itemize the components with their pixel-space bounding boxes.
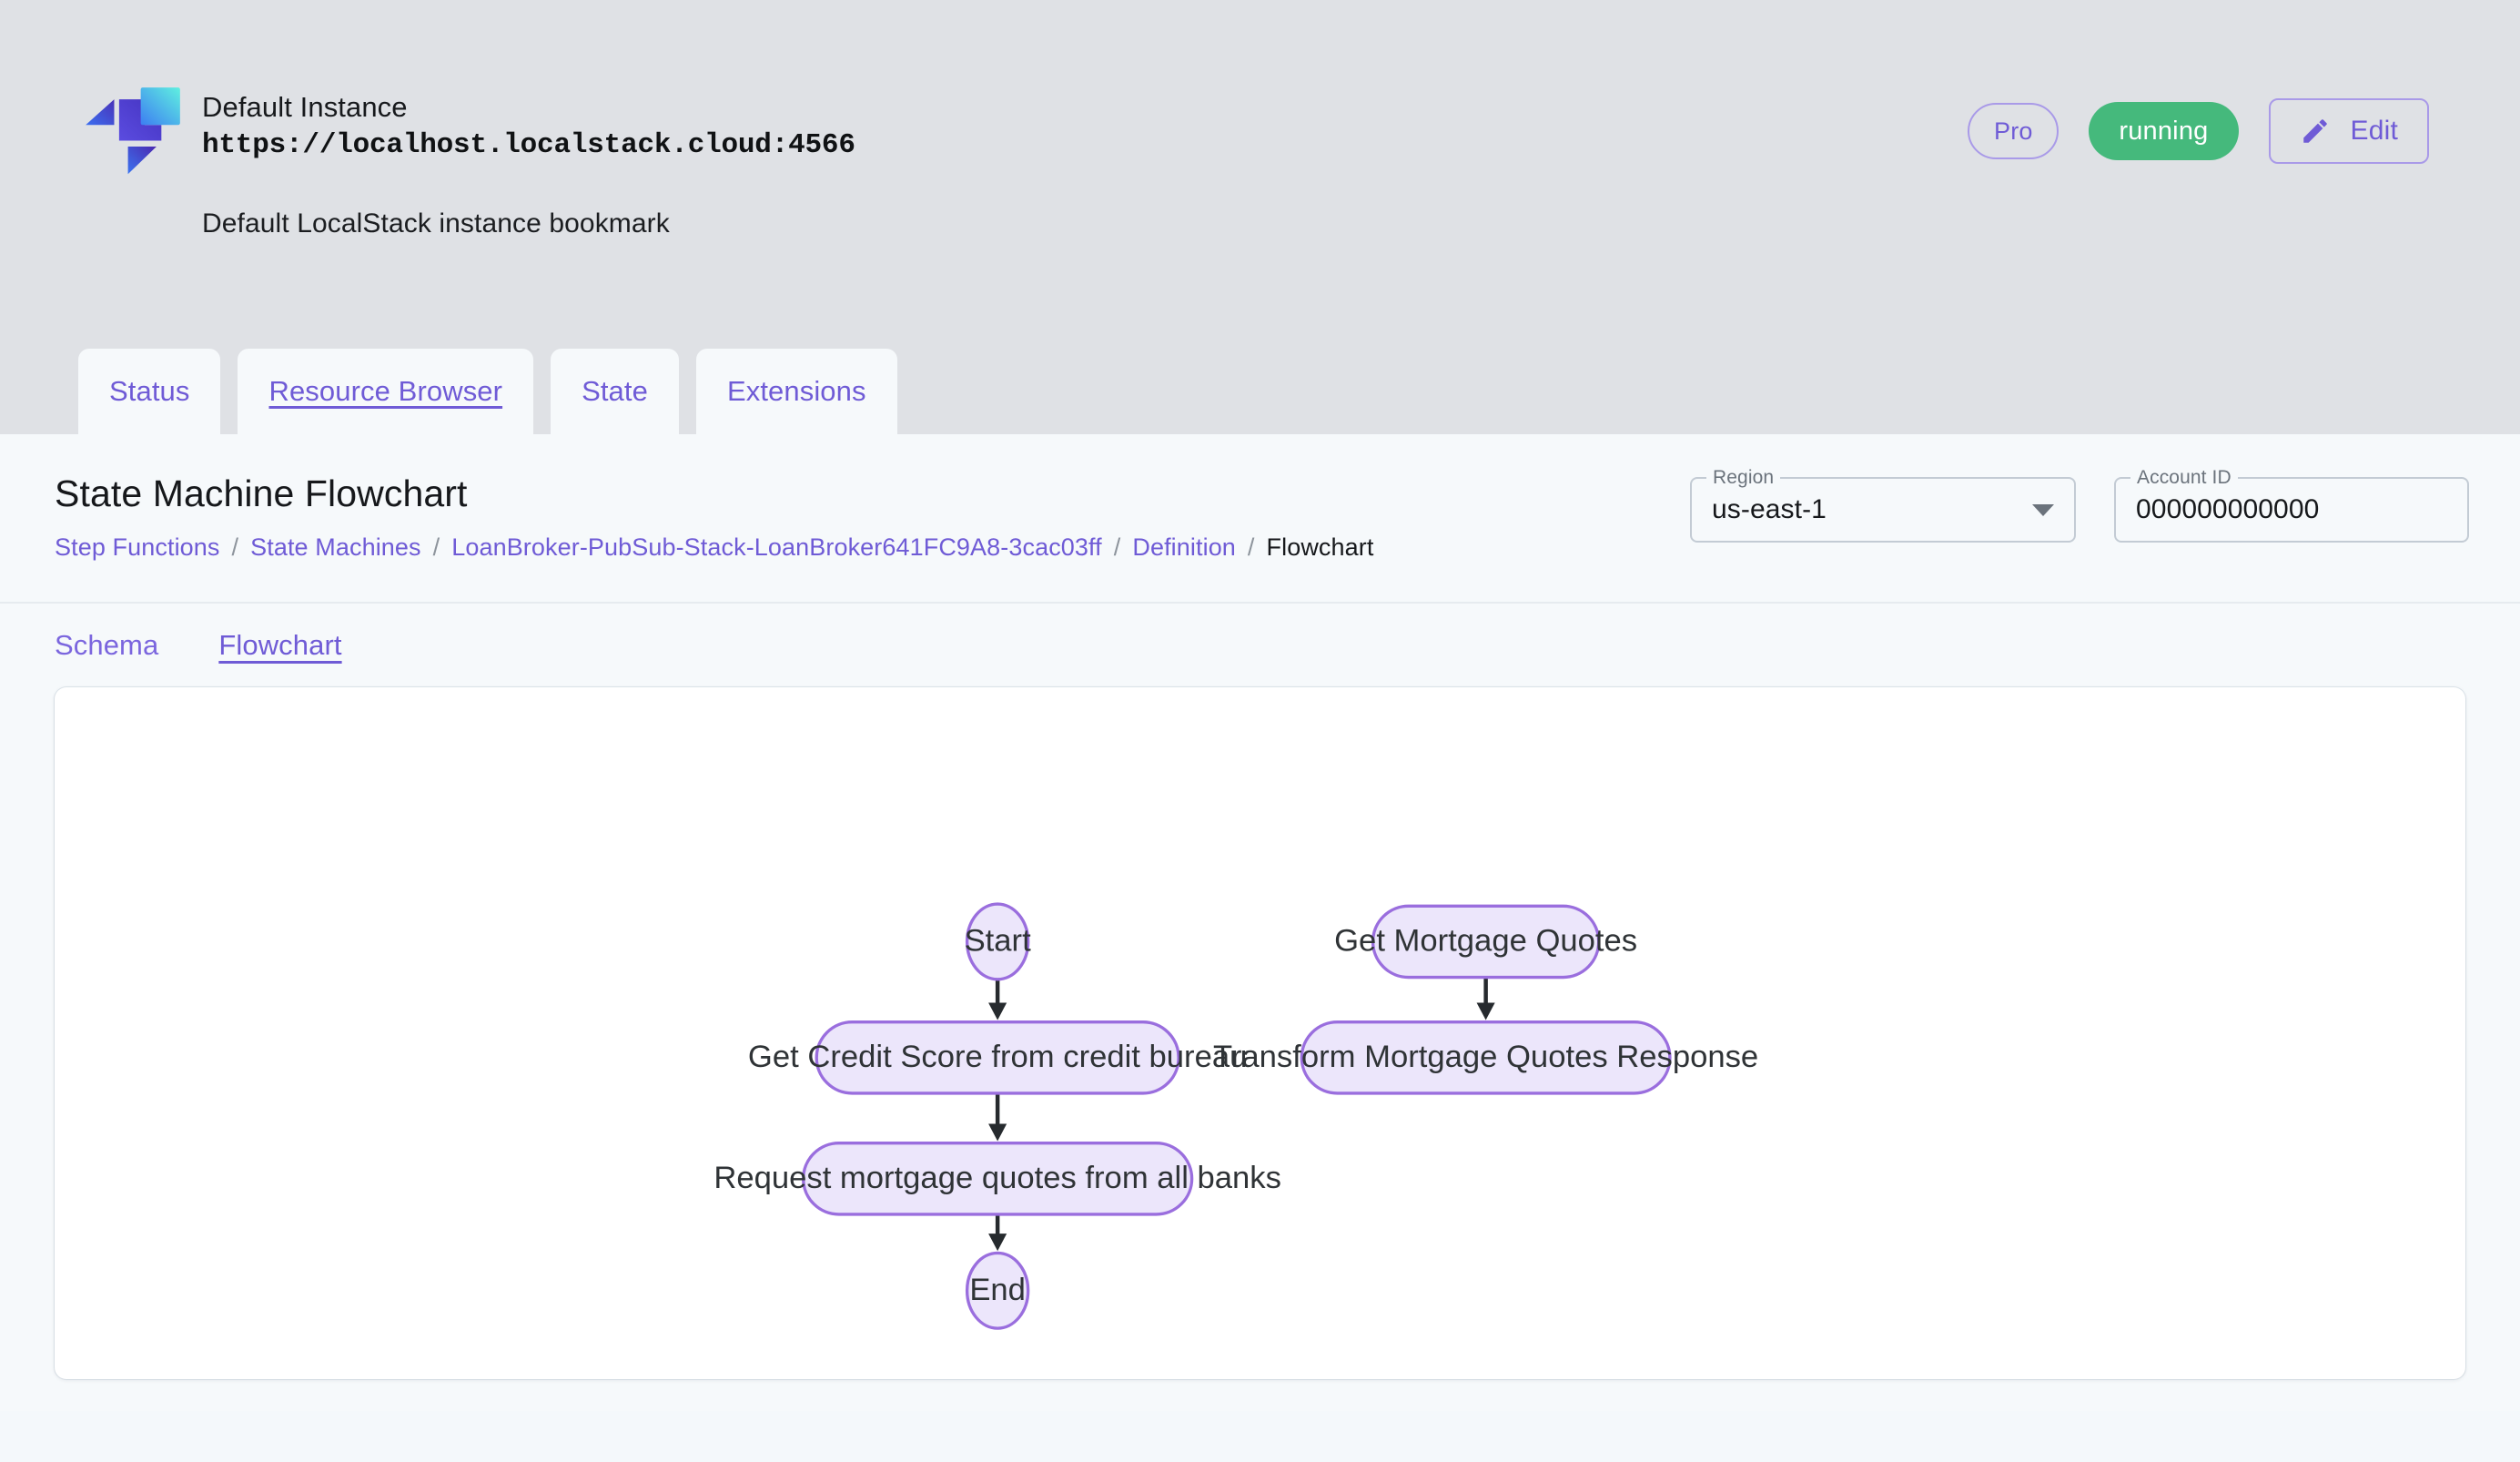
status-badge: running [2089, 102, 2239, 160]
flow-node-label: Request mortgage quotes from all banks [713, 1161, 1281, 1195]
account-id-label: Account ID [2130, 467, 2238, 489]
main-tab-bar: Status Resource Browser State Extensions [78, 349, 897, 434]
flow-node-start[interactable]: Start [965, 902, 1032, 981]
arrow-head [1476, 1002, 1495, 1020]
instance-name: Default Instance [202, 91, 408, 123]
flow-node-label: Start [965, 924, 1032, 959]
flow-edge [988, 979, 1007, 1020]
arrow-head [988, 1123, 1007, 1142]
view-tab-bar: Schema Flowchart [0, 604, 2520, 687]
breadcrumb-separator: / [432, 533, 440, 561]
flow-node-transform[interactable]: Transform Mortgage Quotes Response [1213, 1020, 1758, 1095]
edit-button-label: Edit [2350, 116, 2398, 146]
instance-summary: Default Instance https://localhost.local… [84, 80, 855, 239]
localstack-logo-icon [86, 87, 180, 175]
region-select[interactable]: Region us-east-1 [1690, 467, 2076, 543]
flow-edge [988, 1092, 1007, 1142]
flowchart-edges [988, 977, 1495, 1252]
flow-node-quotes[interactable]: Get Mortgage Quotes [1334, 904, 1637, 980]
breadcrumb-item-step-functions[interactable]: Step Functions [55, 533, 220, 561]
page-title: State Machine Flowchart [55, 472, 468, 514]
subtab-schema[interactable]: Schema [55, 629, 159, 661]
flow-node-label: End [969, 1273, 1026, 1307]
arrow-head [988, 1234, 1007, 1252]
tab-extensions[interactable]: Extensions [695, 349, 897, 434]
header-actions: Pro running Edit [1968, 98, 2429, 164]
breadcrumb-separator: / [1113, 533, 1121, 561]
page-header: State Machine Flowchart Step Functions /… [0, 434, 2520, 604]
instance-text-block: Default Instance https://localhost.local… [202, 80, 855, 239]
chevron-down-icon [2032, 503, 2054, 516]
pencil-icon [2302, 119, 2327, 143]
breadcrumb-item-state-machine-name[interactable]: LoanBroker-PubSub-Stack-LoanBroker641FC9… [451, 533, 1102, 561]
instance-url: https://localhost.localstack.cloud:4566 [202, 128, 855, 161]
breadcrumb-item-definition[interactable]: Definition [1132, 533, 1236, 561]
tab-state[interactable]: State [551, 349, 679, 434]
subtab-flowchart[interactable]: Flowchart [218, 629, 342, 661]
flow-node-label: Get Mortgage Quotes [1334, 924, 1637, 959]
breadcrumb-item-flowchart: Flowchart [1266, 533, 1374, 561]
breadcrumb-separator: / [231, 533, 239, 561]
breadcrumb-separator: / [1247, 533, 1255, 561]
region-select-value: us-east-1 [1712, 494, 1827, 524]
flow-node-label: Get Credit Score from credit bureau [748, 1040, 1247, 1074]
breadcrumb: Step Functions / State Machines / LoanBr… [55, 533, 1373, 562]
region-select-label: Region [1706, 467, 1781, 489]
instance-description: Default LocalStack instance bookmark [202, 208, 670, 239]
tab-resource-browser[interactable]: Resource Browser [238, 349, 534, 434]
tab-status[interactable]: Status [78, 349, 221, 434]
flow-node-label: Transform Mortgage Quotes Response [1213, 1040, 1758, 1074]
edit-button[interactable]: Edit [2268, 98, 2429, 164]
breadcrumb-item-state-machines[interactable]: State Machines [250, 533, 421, 561]
flow-node-request[interactable]: Request mortgage quotes from all banks [713, 1142, 1281, 1216]
flow-node-end[interactable]: End [965, 1251, 1030, 1330]
flow-edge [988, 1213, 1007, 1252]
account-id-field[interactable]: Account ID 000000000000 [2114, 467, 2469, 543]
account-id-value: 000000000000 [2136, 494, 2320, 524]
arrow-head [988, 1002, 1007, 1020]
flow-edge [1476, 977, 1495, 1020]
pro-badge[interactable]: Pro [1968, 103, 2060, 159]
scope-selectors: Region us-east-1 Account ID 000000000000 [1690, 467, 2469, 543]
instance-header: Default Instance https://localhost.local… [0, 0, 2520, 434]
flow-node-credit[interactable]: Get Credit Score from credit bureau [748, 1020, 1247, 1095]
